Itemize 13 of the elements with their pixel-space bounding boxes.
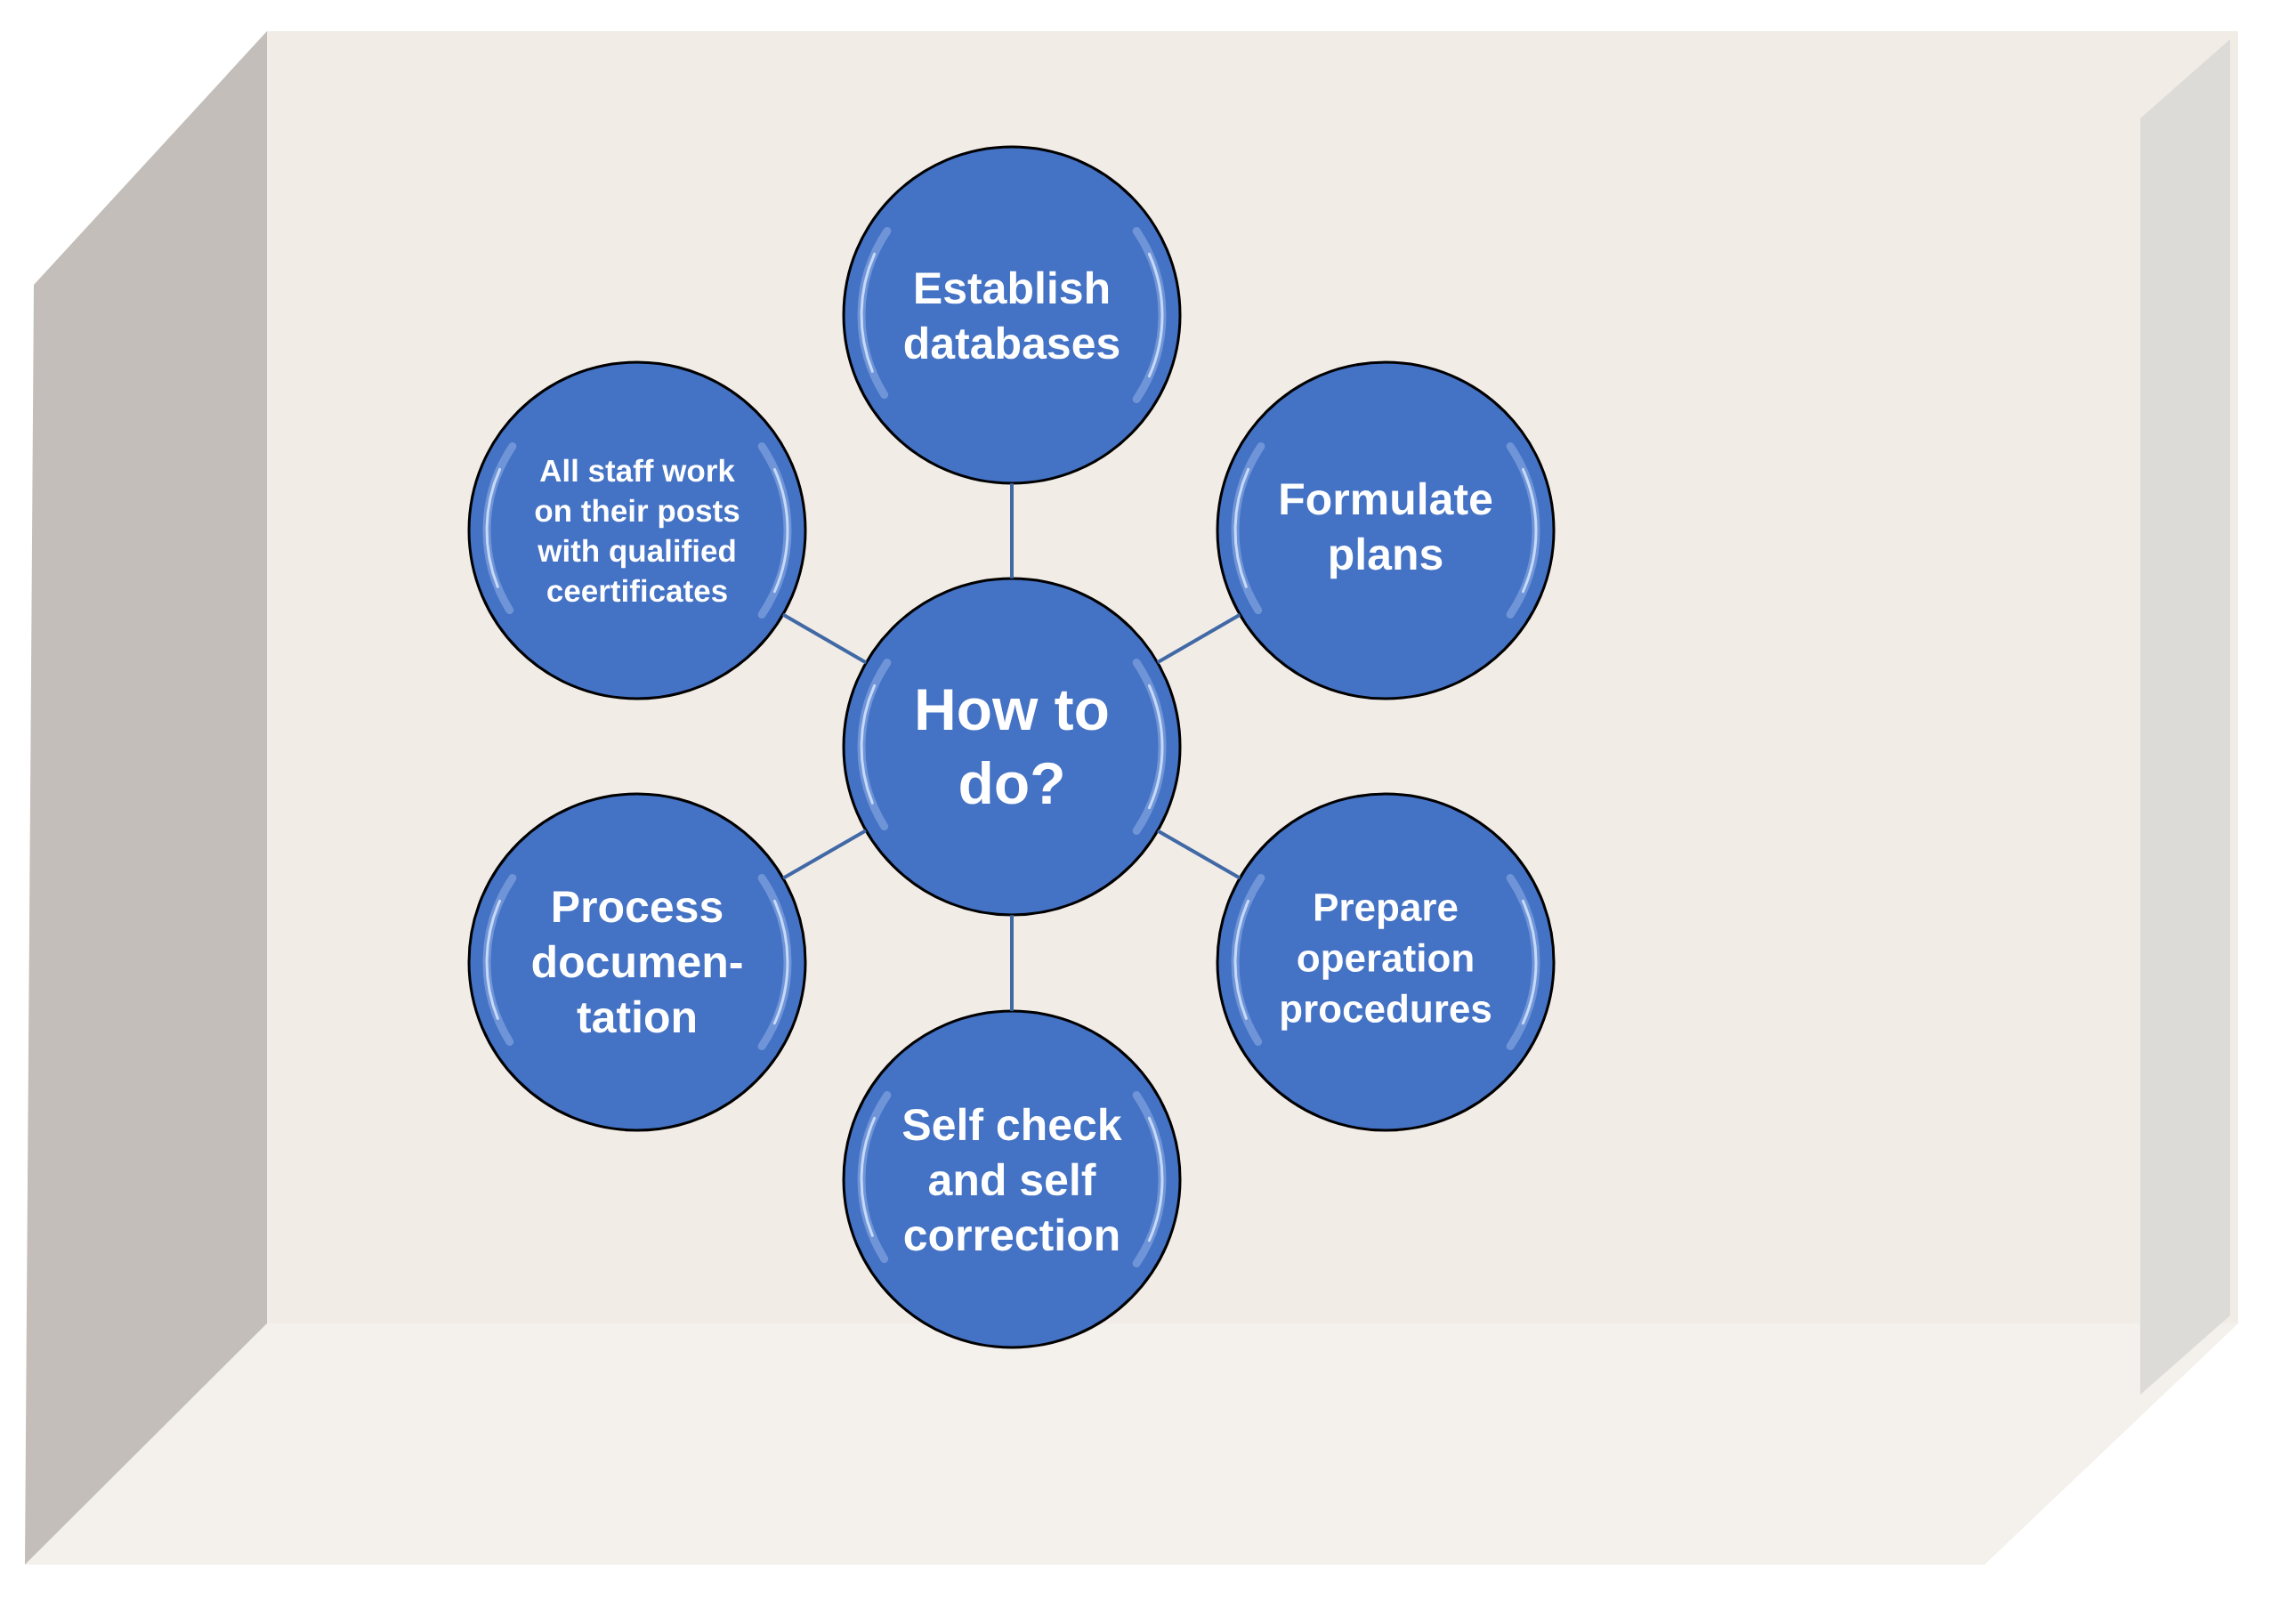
connector-line: [782, 829, 867, 880]
circle-node: Process documen- tation: [467, 792, 807, 1132]
connector-line: [1010, 915, 1014, 1011]
circle-node: Establish databases: [842, 145, 1182, 485]
circle-node: Self check and self correction: [842, 1009, 1182, 1349]
connector-line: [1010, 483, 1014, 578]
circle-node: Formulate plans: [1216, 360, 1556, 700]
circle-node: All staff work on their posts with qualified ceertificates: [467, 360, 807, 700]
connector-line: [1156, 613, 1241, 664]
connector-line: [1156, 829, 1241, 880]
connector-line: [781, 612, 868, 665]
circle-node: How to do?: [842, 577, 1182, 917]
circle-node: Prepare operation procedures: [1216, 792, 1556, 1132]
